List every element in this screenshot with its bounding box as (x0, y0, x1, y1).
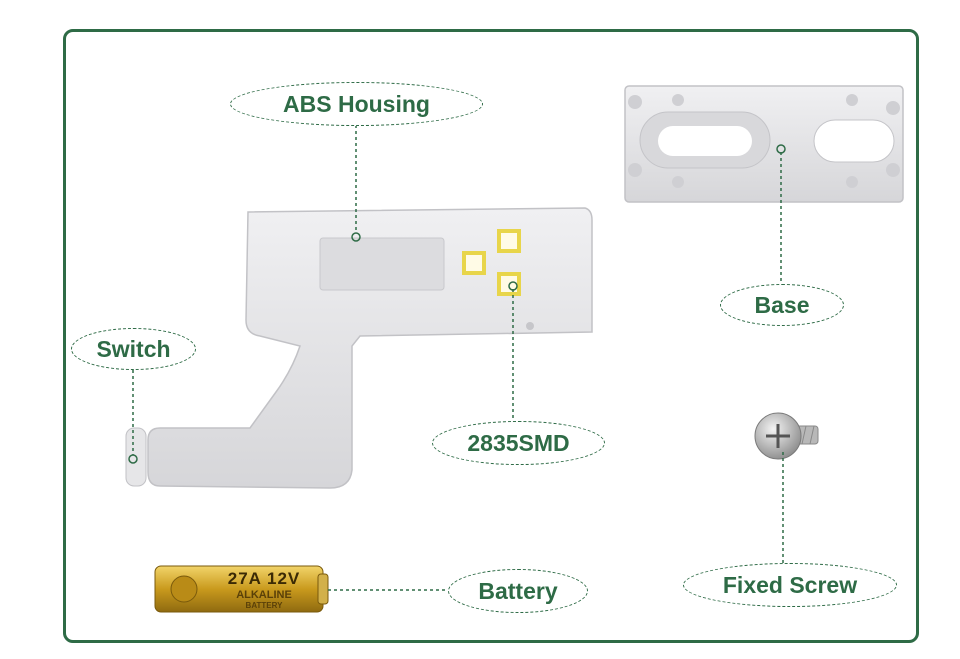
battery-print-line3: BATTERY (245, 601, 283, 610)
label-fixed-screw: Fixed Screw (683, 563, 897, 607)
diagram-frame (63, 29, 919, 643)
hinge-light-body (125, 207, 593, 489)
label-switch: Switch (71, 328, 196, 370)
label-base: Base (720, 284, 844, 326)
leader-anchors (128, 144, 786, 464)
label-2835smd: 2835SMD (432, 421, 605, 465)
label-abs-housing: ABS Housing (230, 82, 483, 126)
base-plate (624, 85, 904, 203)
label-battery: Battery (448, 569, 588, 613)
screw (754, 412, 819, 460)
battery-print-line2: ALKALINE (236, 589, 292, 601)
battery-print-line1: 27A 12V (227, 569, 301, 588)
battery (154, 565, 329, 613)
battery-print: 27A 12V ALKALINE BATTERY (212, 569, 316, 610)
leader-lines (132, 125, 784, 591)
